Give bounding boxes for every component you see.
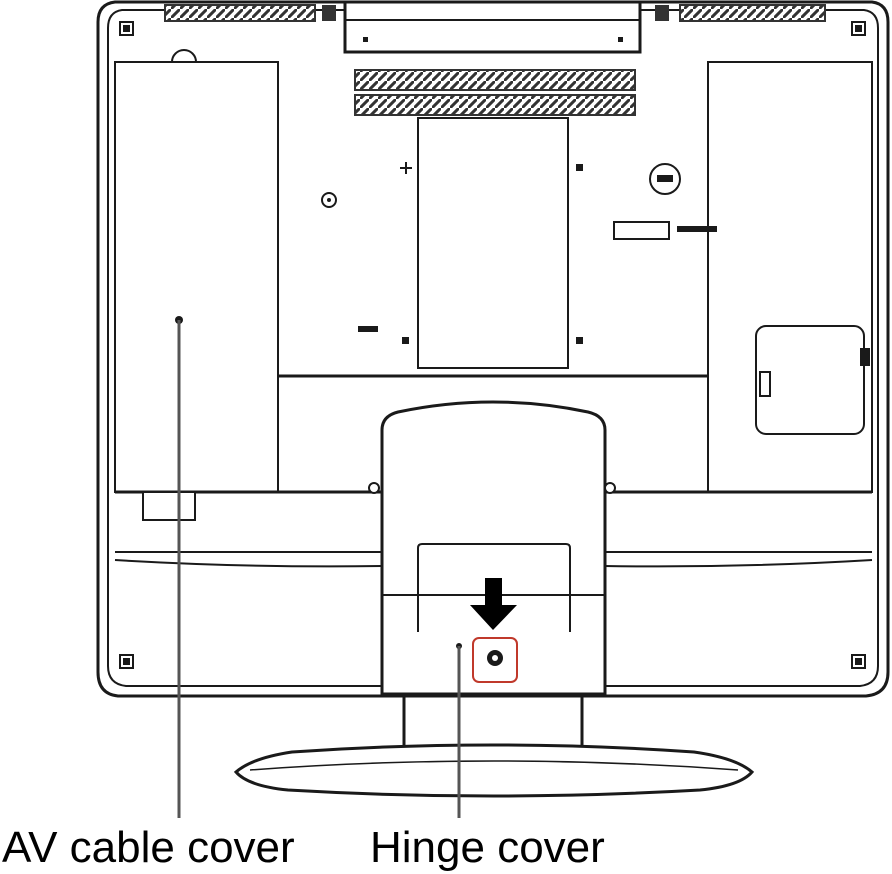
- power-button-icon: [649, 163, 681, 195]
- lower-body-band-2: [114, 559, 873, 568]
- top-handle-screw-right: [618, 37, 623, 42]
- lower-left-tab: [142, 491, 196, 521]
- vesa-hole-bl: [402, 337, 409, 344]
- vesa-hole-tr: [576, 164, 583, 171]
- screw-highlight-box: [472, 637, 518, 683]
- down-arrow-icon: [470, 578, 517, 630]
- vesa-hole-br: [576, 337, 583, 344]
- top-handle-screw-left: [363, 37, 368, 42]
- monitor-inner-outline: [107, 9, 879, 687]
- corner-screw-bottom-right: [851, 654, 866, 669]
- corner-screw-top-left: [119, 21, 134, 36]
- av-cable-cover-label: AV cable cover: [2, 823, 295, 872]
- stand-pivot-left: [368, 482, 380, 494]
- left-small-marker: [321, 192, 337, 208]
- center-vent-upper: [354, 69, 636, 91]
- kensington-slot: [171, 49, 197, 63]
- right-access-door: [755, 325, 865, 435]
- hinge-cover-outline: [417, 543, 571, 632]
- vesa-hole-tl: [400, 162, 412, 174]
- av-cable-cover-panel: [114, 61, 279, 493]
- right-side-button: [860, 348, 870, 366]
- stand-pivot-right: [604, 482, 616, 494]
- top-right-clip: [655, 5, 669, 21]
- top-right-vent: [679, 4, 826, 22]
- stand-neck: [380, 400, 607, 696]
- hinge-cover-label: Hinge cover: [370, 823, 605, 872]
- top-left-vent: [164, 4, 316, 22]
- top-left-clip: [322, 5, 336, 21]
- stand-base: [233, 743, 755, 798]
- vesa-plate: [417, 117, 569, 369]
- stand-base-highlight: [249, 760, 739, 771]
- corner-screw-bottom-left: [119, 654, 134, 669]
- corner-screw-top-right: [851, 21, 866, 36]
- right-door-latch: [759, 371, 771, 397]
- screw-icon: [487, 650, 503, 666]
- connector-port: [613, 221, 670, 240]
- connector-port-label: [677, 226, 717, 232]
- top-handle: [343, 0, 642, 54]
- center-vent-lower: [354, 94, 636, 116]
- left-small-label: [358, 326, 378, 332]
